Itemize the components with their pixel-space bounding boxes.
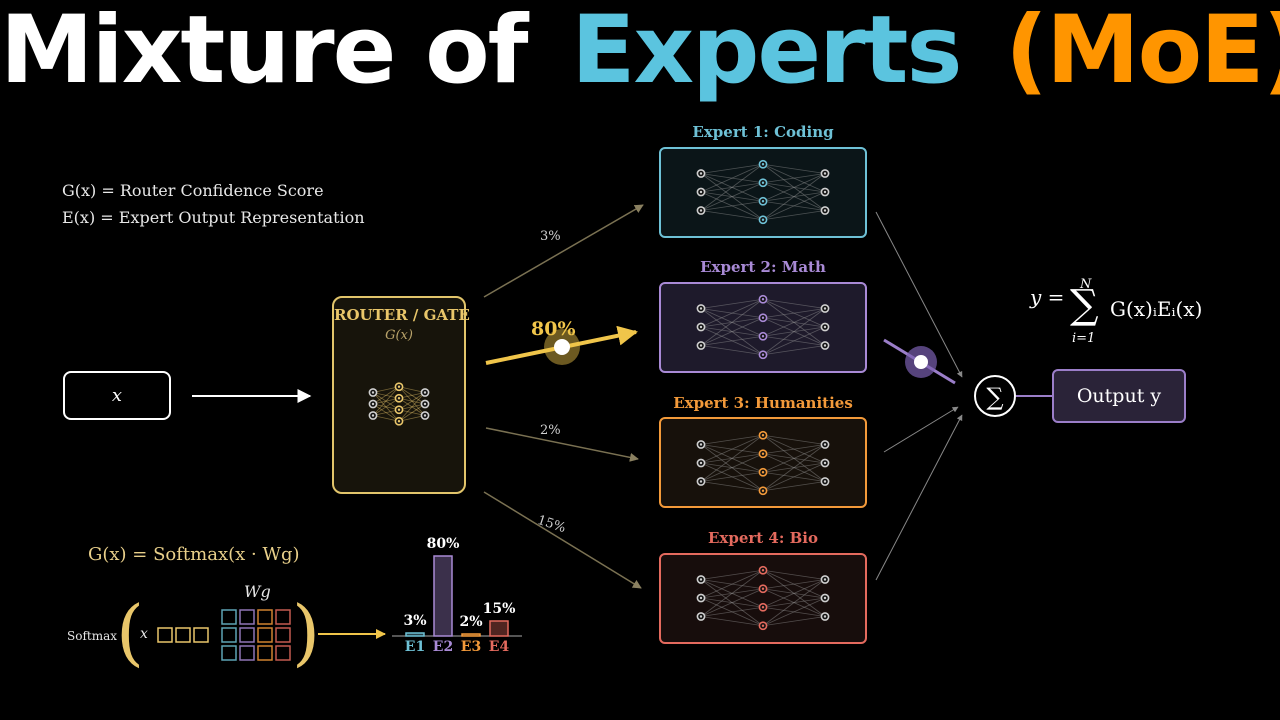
bar-e3 [461, 633, 481, 637]
formula-sum-symbol: ∑ [1070, 282, 1099, 328]
input-x-label: x [111, 385, 123, 406]
legend-g-definition: G(x) = Router Confidence Score [62, 181, 324, 200]
bar-value-label-e2: 80% [426, 536, 460, 552]
right-paren: ) [292, 590, 321, 674]
title-part-mixture-of: Mixture of [0, 0, 529, 105]
output-formula: y = ∑ N i=1 G(x)ᵢEᵢ(x) [1030, 277, 1202, 346]
router-title: ROUTER / GATE [334, 306, 470, 324]
expert-1-box [659, 147, 867, 238]
bar-value-label-e1: 3% [403, 613, 427, 629]
router-gate-box: ROUTER / GATE G(x) [332, 296, 470, 494]
expert-2-box [659, 282, 867, 373]
expert-3-to-sum-arrow [883, 406, 959, 453]
bar-value-label-e3: 2% [459, 614, 483, 630]
output-y-box: Output y [1052, 369, 1186, 423]
formula-rhs: G(x)ᵢEᵢ(x) [1110, 297, 1203, 321]
bar-category-label-e4: E4 [488, 639, 510, 655]
softmax-label: Softmax [67, 629, 118, 643]
bar-category-label-e3: E3 [460, 639, 482, 655]
title-part-experts: Experts [571, 0, 962, 105]
route-token [554, 339, 570, 355]
sigma-summation-icon [974, 375, 1016, 417]
formula-lhs: y = [1030, 285, 1065, 309]
softmax-formula: G(x) = Softmax(x · Wg) [88, 544, 300, 565]
expert-2-label: Expert 2: Math [700, 258, 826, 276]
softmax-x-label: x [140, 626, 148, 642]
formula-lower-limit: i=1 [1072, 331, 1096, 346]
route-pct-expert-2: 80% [531, 318, 576, 340]
route-pct-expert-3: 2% [540, 423, 561, 438]
left-paren: ( [116, 590, 145, 674]
route-arrow-expert-1 [483, 204, 644, 298]
bar-e4 [489, 620, 509, 637]
bar-category-label-e2: E2 [432, 639, 454, 655]
input-x-box: x [63, 371, 171, 420]
softmax-input-vector [157, 627, 209, 643]
route-pct-expert-1: 3% [540, 229, 561, 244]
bar-e1 [405, 632, 425, 637]
expert-1-to-sum-arrow [875, 211, 963, 378]
title-part-moe: (MoE) [1005, 0, 1280, 105]
legend-e-definition: E(x) = Expert Output Representation [62, 208, 365, 227]
svg-text:∑: ∑ [986, 383, 1003, 411]
expert-4-to-sum-arrow [875, 414, 963, 581]
output-label: Output y [1076, 385, 1162, 407]
expert-4-box [659, 553, 867, 644]
expert-2-token [914, 355, 928, 369]
bar-e2 [433, 555, 453, 637]
bar-category-label-e1: E1 [404, 639, 426, 655]
formula-upper-limit: N [1080, 277, 1092, 292]
expert-3-label: Expert 3: Humanities [673, 394, 853, 412]
weight-matrix-wg [221, 609, 291, 661]
route-arrow-expert-4 [483, 491, 642, 589]
expert-4-label: Expert 4: Bio [707, 529, 819, 547]
expert-1-label: Expert 1: Coding [692, 123, 834, 141]
expert-3-box [659, 417, 867, 508]
softmax-w-label: Wg [244, 582, 271, 601]
route-arrow-expert-3 [485, 427, 639, 462]
bar-value-label-e4: 15% [482, 601, 516, 617]
router-subtitle: G(x) [385, 328, 413, 343]
page-title: Mixture of Experts (MoE) [0, 0, 1280, 105]
